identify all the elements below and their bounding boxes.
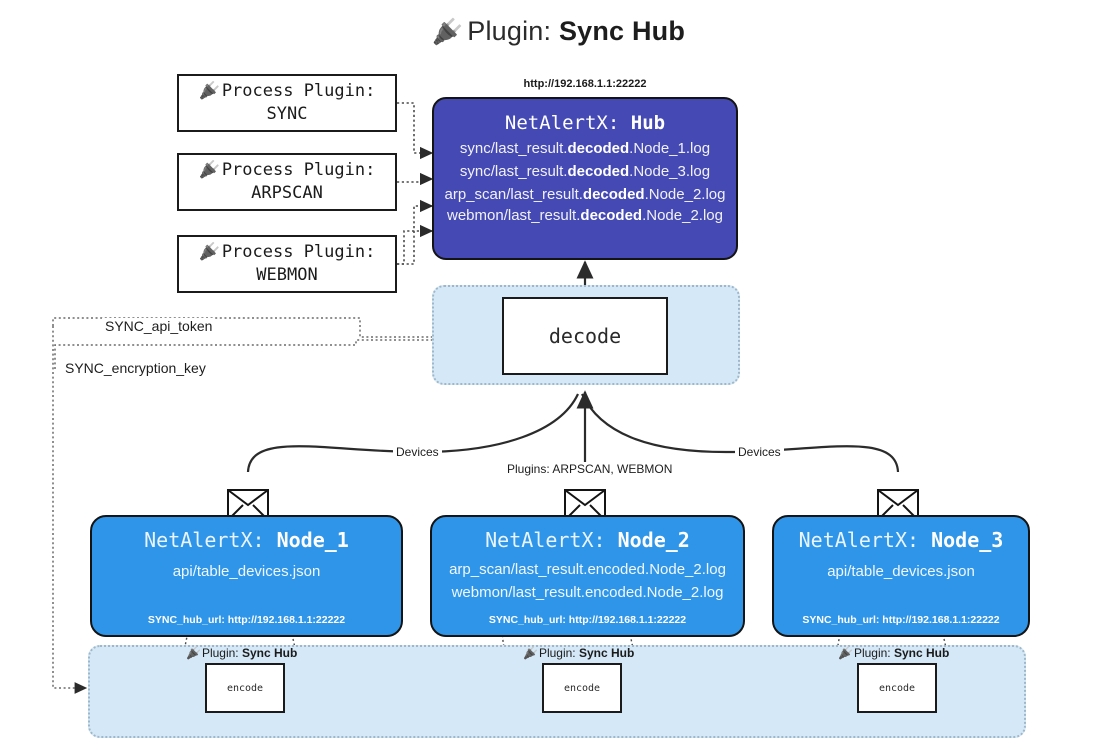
encode-box-node-3[interactable]: encode (857, 663, 937, 713)
encoder-plugin-label: 🔌Plugin: Sync Hub (186, 646, 298, 660)
sync-api-token-label: SYNC_api_token (102, 318, 216, 334)
node-detail-line: webmon/last_result.encoded.Node_2.log (451, 584, 724, 601)
node-card-node-2[interactable]: NetAlertX: Node_2 arp_scan/last_result.e… (430, 515, 745, 637)
node-detail-line: arp_scan/last_result.encoded.Node_2.log (449, 561, 726, 578)
page-title-name: Sync Hub (558, 16, 686, 46)
encoder-plugin-label: 🔌Plugin: Sync Hub (838, 646, 950, 660)
process-plugin-line1: 🔌Process Plugin: (198, 81, 376, 102)
hub-node[interactable]: NetAlertX: Hub sync/last_result.decoded.… (432, 97, 738, 260)
plug-icon: 🔌 (523, 646, 538, 660)
encode-box-node-1[interactable]: encode (205, 663, 285, 713)
node-title: NetAlertX: Node_3 (798, 528, 1004, 552)
node-title: NetAlertX: Node_1 (144, 528, 349, 552)
edge-label-devices-right: Devices (735, 445, 784, 459)
node-card-node-1[interactable]: NetAlertX: Node_1 api/table_devices.json… (90, 515, 403, 637)
process-plugin-name: ARPSCAN (251, 183, 323, 203)
hub-log-line: sync/last_result.decoded.Node_1.log (459, 140, 711, 157)
node-detail-line: api/table_devices.json (172, 563, 321, 580)
node-hub-url: SYNC_hub_url: http://192.168.1.1:22222 (802, 614, 1000, 626)
node-hub-url: SYNC_hub_url: http://192.168.1.1:22222 (488, 614, 687, 626)
encode-box-node-2[interactable]: encode (542, 663, 622, 713)
node-hub-url: SYNC_hub_url: http://192.168.1.1:22222 (147, 614, 346, 626)
edge-label-devices-left: Devices (393, 445, 442, 459)
hub-title: NetAlertX: Hub (504, 112, 666, 134)
plug-icon: 🔌 (838, 646, 853, 660)
encoder-plugin-label: 🔌Plugin: Sync Hub (523, 646, 635, 660)
page-title: 🔌Plugin: Sync Hub (0, 16, 1117, 47)
sync-encryption-key-label: SYNC_encryption_key (62, 360, 209, 376)
process-plugin-box-webmon[interactable]: 🔌Process Plugin: WEBMON (177, 235, 397, 293)
hub-log-line: arp_scan/last_result.decoded.Node_2.log (444, 186, 726, 203)
node-title: NetAlertX: Node_2 (485, 528, 690, 552)
process-plugin-box-sync[interactable]: 🔌Process Plugin: SYNC (177, 74, 397, 132)
plug-icon: 🔌 (198, 160, 220, 181)
hub-log-line: webmon/last_result.decoded.Node_2.log (447, 207, 723, 224)
process-plugin-name: WEBMON (256, 265, 318, 285)
decode-box[interactable]: decode (502, 297, 668, 375)
node-detail-line: api/table_devices.json (827, 563, 975, 580)
process-plugin-name: SYNC (266, 104, 308, 124)
hub-url-label: http://192.168.1.1:22222 (523, 78, 647, 90)
plug-icon: 🔌 (186, 646, 201, 660)
process-plugin-box-arpscan[interactable]: 🔌Process Plugin: ARPSCAN (177, 153, 397, 211)
plug-icon: 🔌 (198, 81, 220, 102)
edge-label-plugins: Plugins: ARPSCAN, WEBMON (504, 462, 676, 476)
plug-icon: 🔌 (198, 242, 220, 263)
plug-icon: 🔌 (431, 18, 464, 46)
hub-log-line: sync/last_result.decoded.Node_3.log (459, 163, 711, 180)
process-plugin-line1: 🔌Process Plugin: (198, 160, 376, 181)
process-plugin-line1: 🔌Process Plugin: (198, 242, 376, 263)
node-card-node-3[interactable]: NetAlertX: Node_3 api/table_devices.json… (772, 515, 1030, 637)
page-title-prefix: Plugin: (467, 16, 559, 46)
